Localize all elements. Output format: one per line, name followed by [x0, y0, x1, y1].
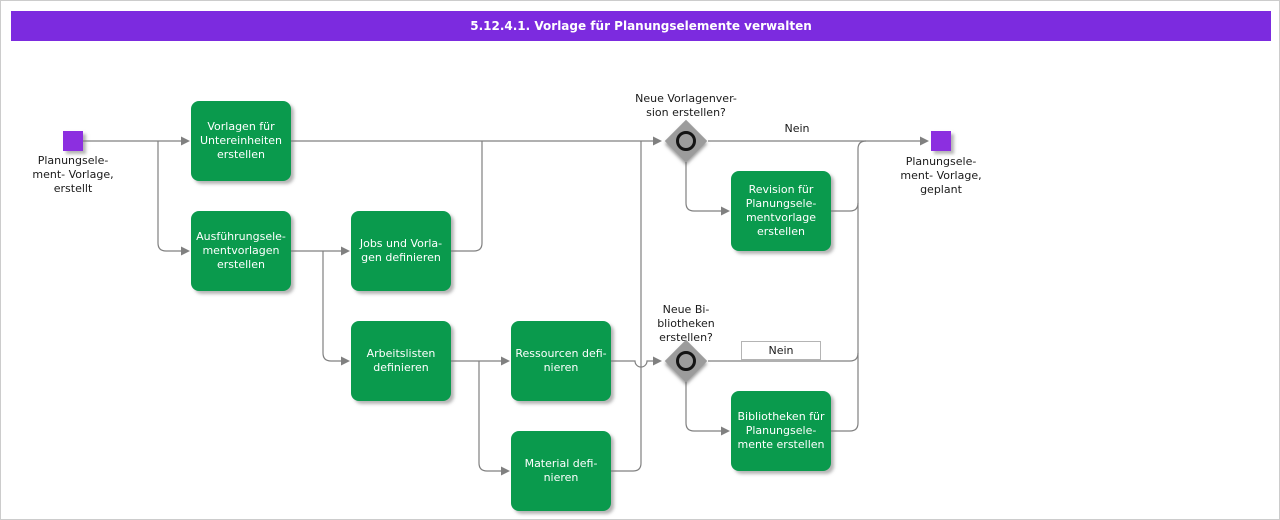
arrowhead: [341, 246, 350, 256]
decision1-question: Neue Vorlagenver- sion erstellen?: [635, 92, 737, 119]
diagram-title: 5.12.4.1. Vorlage für Planungselemente v…: [470, 19, 812, 33]
decision-circle-icon: [676, 131, 696, 151]
arrowhead: [920, 136, 929, 146]
task-revision-vorlage[interactable]: Revision für Planungsele- mentvorlage er…: [731, 171, 831, 251]
task-material[interactable]: Material defi- nieren: [511, 431, 611, 511]
task-ressourcen[interactable]: Ressourcen defi- nieren: [511, 321, 611, 401]
connector-decision2-to-task8: [685, 381, 721, 432]
end-event[interactable]: [931, 131, 951, 151]
start-event[interactable]: [63, 131, 83, 151]
decision1-nein-label: Nein: [784, 122, 810, 135]
arrowhead: [501, 356, 510, 366]
task-arbeitslisten[interactable]: Arbeitslisten definieren: [351, 321, 451, 401]
connector-task6-riser: [611, 141, 642, 472]
arrowhead: [721, 426, 730, 436]
connector-task7-merge: [831, 202, 859, 212]
connector-start-to-task2: [157, 141, 181, 252]
connector-task3-riser: [451, 141, 483, 252]
decision-circle-icon: [676, 351, 696, 371]
arrowhead: [181, 136, 190, 146]
decision2-question: Neue Bi- bliotheken erstellen?: [657, 303, 715, 344]
start-event-label: Planungsele- ment- Vorlage, erstellt: [32, 154, 114, 195]
connector-task4-to-task6: [478, 361, 501, 472]
arrowhead: [501, 466, 510, 476]
arrowhead: [653, 356, 662, 366]
connector-decision1-to-task7: [685, 162, 721, 212]
connector-task5-to-decision2: [611, 360, 653, 368]
task-bibliotheken[interactable]: Bibliotheken für Planungsele- mente erst…: [731, 391, 831, 471]
task-ausfuehrungselementvorlagen[interactable]: Ausführungsele- mentvorlagen erstellen: [191, 211, 291, 291]
arrowhead: [181, 246, 190, 256]
end-event-label: Planungsele- ment- Vorlage, geplant: [900, 155, 982, 196]
task-vorlagen-untereinheiten[interactable]: Vorlagen für Untereinheiten erstellen: [191, 101, 291, 181]
task-jobs-und-vorlagen[interactable]: Jobs und Vorla- gen definieren: [351, 211, 451, 291]
connector-task2-to-task4: [322, 251, 341, 362]
arrowhead: [653, 136, 662, 146]
diagram-title-bar: 5.12.4.1. Vorlage für Planungselemente v…: [11, 11, 1271, 41]
arrowhead: [341, 356, 350, 366]
decision2-nein-label: Nein: [768, 344, 794, 357]
connector-task8-riser: [831, 140, 867, 432]
decision2-nein-label-box: Nein: [741, 341, 821, 360]
arrowhead: [721, 206, 730, 216]
